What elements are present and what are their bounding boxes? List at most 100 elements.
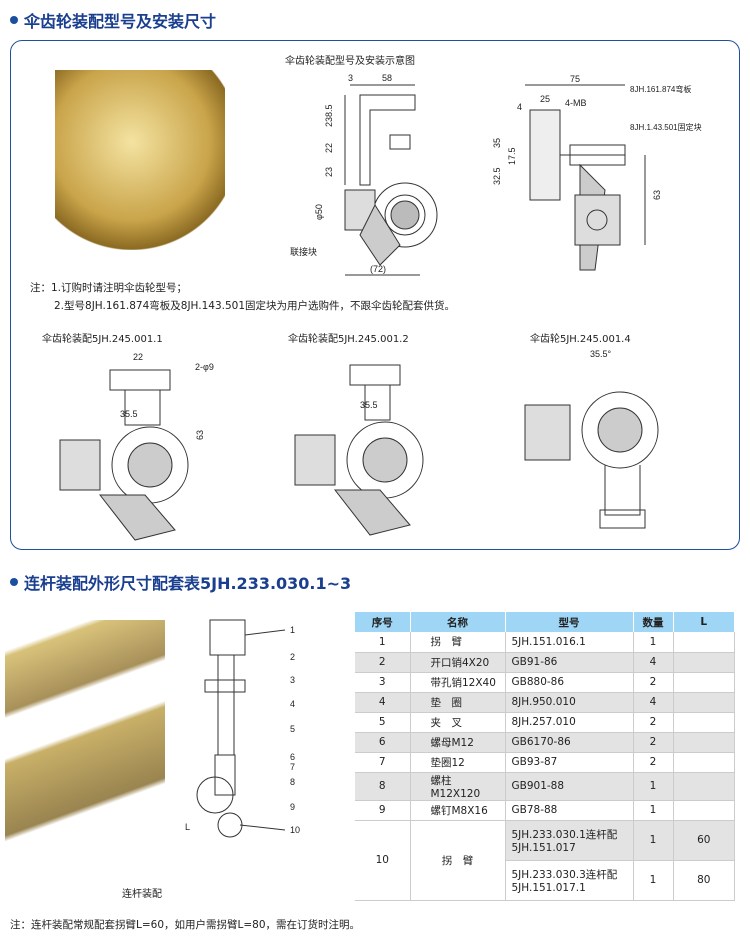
- table-cell: 拐 臂: [410, 820, 506, 901]
- callout: 9: [290, 802, 295, 812]
- table-cell: [673, 692, 735, 713]
- col-header: 名称: [410, 612, 506, 632]
- section-title-bevel-gear: 伞齿轮装配型号及安装尺寸: [10, 8, 216, 32]
- note-2: 2.型号8JH.161.874弯板及8JH.143.501固定块为用户选购件，不…: [54, 300, 456, 312]
- section-title-linkage: 连杆装配外形尺寸配套表5JH.233.030.1~3: [10, 570, 351, 594]
- table-cell: 带孔销12X40: [410, 672, 506, 693]
- table-cell: 8JH.257.010: [505, 712, 634, 733]
- linkage-photo: [5, 620, 165, 870]
- table-cell: 5JH.233.030.1连杆配5JH.151.017: [505, 820, 634, 861]
- dim: 23: [324, 167, 334, 177]
- table-cell: 1: [633, 632, 674, 653]
- table-cell: [673, 772, 735, 801]
- bevel-gear-photo: [55, 70, 225, 250]
- note-1: 注：1.订购时请注明伞齿轮型号；: [30, 282, 188, 294]
- dim: 58: [382, 73, 392, 83]
- dim: φ50: [314, 204, 324, 220]
- bullet-icon: [10, 16, 18, 24]
- installation-diagram: 3 58 238.5 22 23 φ50 联接块 (72): [290, 73, 438, 276]
- dim: 35.5: [120, 409, 138, 419]
- table-cell: [673, 732, 735, 753]
- dim: 63: [652, 190, 662, 200]
- table-cell: 2: [633, 732, 674, 753]
- col-header: 序号: [355, 612, 411, 632]
- dim: 238.5: [324, 104, 334, 127]
- table-cell: 5: [355, 712, 411, 733]
- table-cell: 80: [673, 860, 735, 901]
- table-cell: 1: [633, 860, 674, 901]
- callout: 7: [290, 762, 295, 772]
- callout: 5: [290, 724, 295, 734]
- callout: 10: [290, 825, 300, 835]
- linkage-photo-caption: 连杆装配: [122, 889, 162, 900]
- dim: 32.5: [492, 167, 502, 185]
- dim: 63: [195, 430, 205, 440]
- callout: 1: [290, 625, 295, 635]
- table-cell: [673, 800, 735, 821]
- variant-drawing-3: 35.5°: [524, 349, 659, 529]
- table-cell: 拐 臂: [410, 632, 506, 653]
- table-cell: 6: [355, 732, 411, 753]
- callout: 2: [290, 652, 295, 662]
- table-cell: [673, 632, 735, 653]
- diagram-caption: 伞齿轮装配型号及安装示意图: [285, 56, 415, 67]
- col-header: L: [673, 612, 735, 632]
- dim: 联接块: [290, 246, 317, 257]
- table-cell: 螺母M12: [410, 732, 506, 753]
- table-cell: 垫 圈: [410, 692, 506, 713]
- dim: 8JH.161.874弯板: [630, 84, 691, 94]
- dim: 75: [570, 74, 580, 84]
- table-cell: 8: [355, 772, 411, 801]
- dim: 8JH.1.43.501固定块: [630, 122, 702, 132]
- callout: 6: [290, 752, 295, 762]
- bracket-diagram: 75 25 4 4-MB 8JH.161.874弯板 8JH.1.43.501固…: [492, 74, 702, 271]
- table-cell: [673, 652, 735, 673]
- table-cell: GB901-88: [505, 772, 634, 801]
- dim: (72): [370, 264, 386, 274]
- table-cell: 2: [355, 652, 411, 673]
- callout: 4: [290, 699, 295, 709]
- callout: 8: [290, 777, 295, 787]
- table-cell: 9: [355, 800, 411, 821]
- dim: 35: [492, 138, 502, 148]
- dim: 22: [133, 352, 143, 362]
- dim: 4-MB: [565, 98, 587, 108]
- table-cell: 10: [355, 820, 411, 901]
- variant-drawing-2: 35.5: [294, 364, 424, 536]
- table-cell: 2: [633, 672, 674, 693]
- dim: 35.5: [360, 400, 378, 410]
- table-cell: 4: [633, 692, 674, 713]
- table-cell: 2: [633, 712, 674, 733]
- table-cell: 7: [355, 752, 411, 773]
- dim: 22: [324, 143, 334, 153]
- table-cell: 1: [633, 800, 674, 821]
- table-cell: GB78-88: [505, 800, 634, 821]
- table-cell: GB6170-86: [505, 732, 634, 753]
- variant-caption-3: 伞齿轮5JH.245.001.4: [530, 334, 631, 345]
- table-cell: 1: [355, 632, 411, 653]
- dim: 25: [540, 94, 550, 104]
- table-cell: 垫圈12: [410, 752, 506, 773]
- table-cell: 4: [355, 692, 411, 713]
- table-cell: 2: [633, 752, 674, 773]
- table-cell: 3: [355, 672, 411, 693]
- dim: 3: [348, 73, 353, 83]
- variant-drawing-1: 22 2-φ9 35.5 63: [59, 352, 214, 541]
- table-cell: 螺柱M12X120: [410, 772, 506, 801]
- table-cell: 5JH.151.016.1: [505, 632, 634, 653]
- linkage-diagram: 1 2 3 4 5 6 7 8 9 10 L: [185, 619, 300, 838]
- bullet-icon: [10, 578, 18, 586]
- table-cell: 5JH.233.030.3连杆配5JH.151.017.1: [505, 860, 634, 901]
- table-cell: GB91-86: [505, 652, 634, 673]
